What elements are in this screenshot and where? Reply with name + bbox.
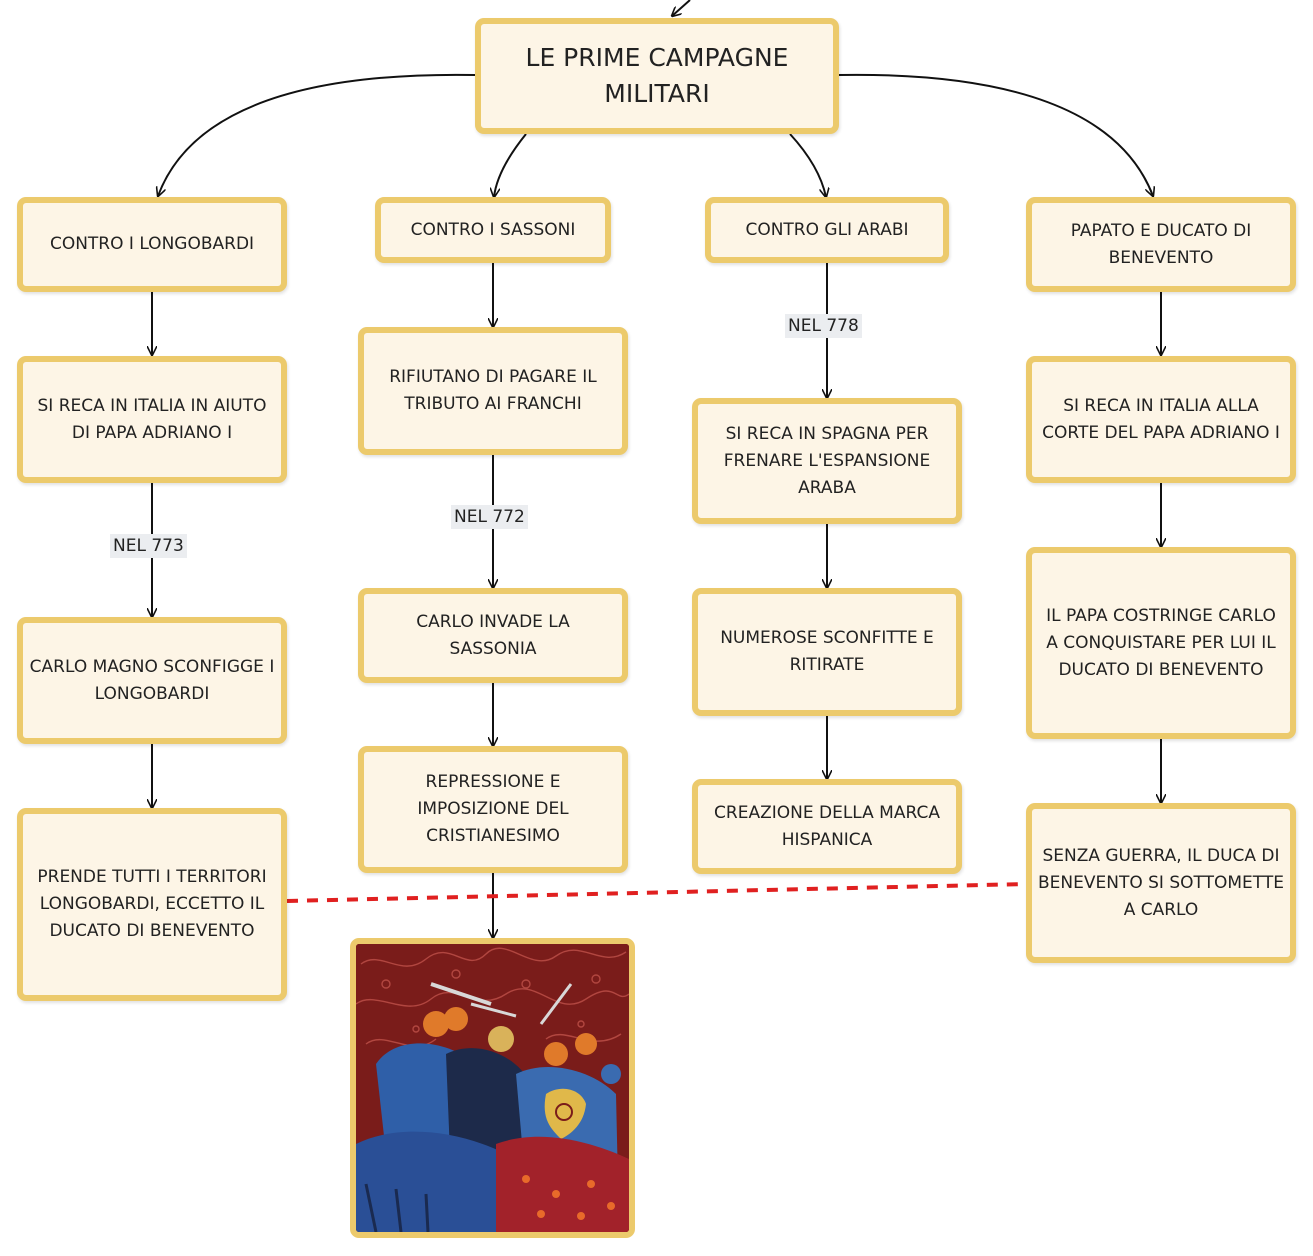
- node-longobardi-step-1: SI RECA IN ITALIA IN AIUTO DI PAPA ADRIA…: [17, 356, 287, 483]
- node-arabi-header: CONTRO GLI ARABI: [705, 197, 949, 263]
- longobardi-step-2-text: CARLO MAGNO SCONFIGGE I LONGOBARDI: [29, 656, 275, 704]
- node-arabi-step-2: NUMEROSE SCONFITTE E RITIRATE: [692, 588, 962, 716]
- node-sassoni-header: CONTRO I SASSONI: [375, 197, 611, 263]
- node-title: LE PRIME CAMPAGNE MILITARI: [475, 18, 839, 134]
- node-sassoni-step-3: REPRESSIONE E IMPOSIZIONE DEL CRISTIANES…: [358, 746, 628, 873]
- node-sassoni-step-1: RIFIUTANO DI PAGARE IL TRIBUTO AI FRANCH…: [358, 327, 628, 455]
- sassoni-step-1-text: RIFIUTANO DI PAGARE IL TRIBUTO AI FRANCH…: [389, 367, 597, 414]
- arabi-step-1-text: SI RECA IN SPAGNA PER FRENARE L'ESPANSIO…: [723, 423, 931, 498]
- arrow-title-to-sassoni: [494, 133, 527, 197]
- node-arabi-step-1: SI RECA IN SPAGNA PER FRENARE L'ESPANSIO…: [692, 398, 962, 524]
- node-papato-step-3: SENZA GUERRA, IL DUCA DI BENEVENTO SI SO…: [1026, 803, 1296, 963]
- papato-step-2-text: IL PAPA COSTRINGE CARLO A CONQUISTARE PE…: [1046, 605, 1276, 680]
- arrow-title-to-arabi: [789, 133, 826, 197]
- dashed-link-benevento: [286, 882, 1028, 903]
- node-longobardi-step-3: PRENDE TUTTI I TERRITORI LONGOBARDI, ECC…: [17, 808, 287, 1001]
- node-sassoni-step-2: CARLO INVADE LA SASSONIA: [358, 588, 628, 683]
- arrow-title-to-longobardi: [158, 73, 476, 196]
- longobardi-step-3-text: PRENDE TUTTI I TERRITORI LONGOBARDI, ECC…: [37, 867, 267, 941]
- papato-step-1-text: SI RECA IN ITALIA ALLA CORTE DEL PAPA AD…: [1042, 395, 1280, 443]
- node-papato-header: PAPATO E DUCATO DI BENEVENTO: [1026, 197, 1296, 292]
- edge-label-nel-772: NEL 772: [451, 505, 528, 529]
- papato-header-text: PAPATO E DUCATO DI BENEVENTO: [1070, 220, 1252, 268]
- arabi-step-2-text: NUMEROSE SCONFITTE E RITIRATE: [720, 628, 934, 675]
- incoming-arrow: [672, 0, 691, 16]
- edge-label-nel-778: NEL 778: [785, 314, 862, 338]
- node-papato-step-1: SI RECA IN ITALIA ALLA CORTE DEL PAPA AD…: [1026, 356, 1296, 483]
- sassoni-step-3-text: REPRESSIONE E IMPOSIZIONE DEL CRISTIANES…: [417, 772, 569, 846]
- longobardi-step-1-text: SI RECA IN ITALIA IN AIUTO DI PAPA ADRIA…: [37, 395, 267, 443]
- papato-step-3-text: SENZA GUERRA, IL DUCA DI BENEVENTO SI SO…: [1038, 845, 1284, 920]
- arabi-step-3-text: CREAZIONE DELLA MARCA HISPANICA: [714, 802, 940, 850]
- medieval-battle-illustration-icon: [356, 944, 629, 1232]
- sassoni-step-2-text: CARLO INVADE LA SASSONIA: [416, 611, 570, 659]
- node-arabi-step-3: CREAZIONE DELLA MARCA HISPANICA: [692, 779, 962, 874]
- sassoni-header-text: CONTRO I SASSONI: [410, 219, 576, 240]
- edge-label-nel-773: NEL 773: [110, 534, 187, 558]
- arrow-title-to-papato: [837, 73, 1153, 196]
- battle-picture: [350, 938, 635, 1238]
- title-text: LE PRIME CAMPAGNE MILITARI: [525, 43, 789, 108]
- node-longobardi-step-2: CARLO MAGNO SCONFIGGE I LONGOBARDI: [17, 617, 287, 744]
- node-papato-step-2: IL PAPA COSTRINGE CARLO A CONQUISTARE PE…: [1026, 547, 1296, 739]
- node-longobardi-header: CONTRO I LONGOBARDI: [17, 197, 287, 292]
- longobardi-header-text: CONTRO I LONGOBARDI: [49, 234, 255, 254]
- arabi-header-text: CONTRO GLI ARABI: [745, 219, 909, 240]
